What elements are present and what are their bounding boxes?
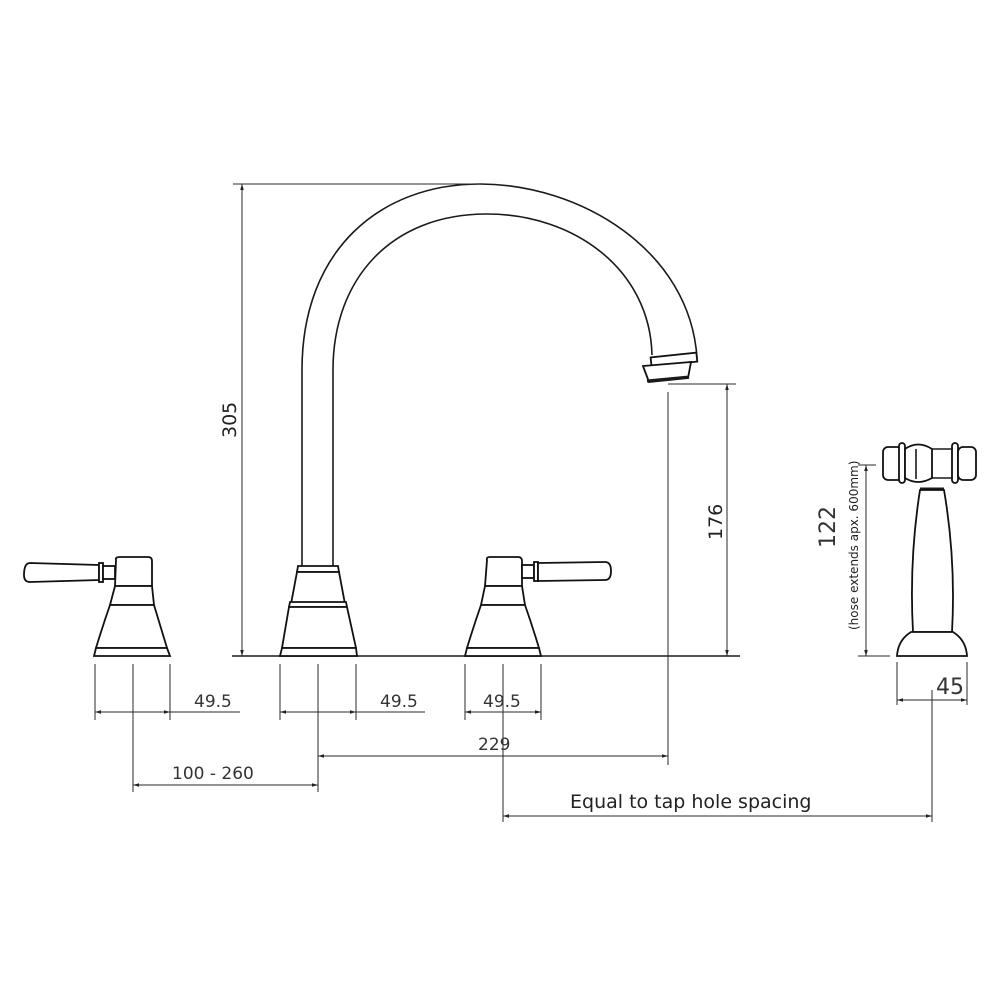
- svg-text:305: 305: [219, 402, 241, 438]
- dimension-right-handle-width: 49.5: [464, 664, 542, 822]
- svg-text:176: 176: [705, 504, 727, 540]
- side-spray-rinse: [882, 442, 977, 657]
- svg-text:49.5: 49.5: [194, 692, 232, 712]
- dimension-spray-spacing: Equal to tap hole spacing: [503, 690, 933, 822]
- dimension-overall-height: 305: [219, 183, 480, 656]
- dimension-spray-height: 122 (hose extends apx. 600mm): [816, 461, 890, 657]
- left-lever-handle: [23, 556, 172, 657]
- dimension-tap-hole-spacing: 100 - 260: [133, 764, 318, 787]
- dimension-left-handle-width: 49.5: [94, 664, 240, 792]
- dimension-spray-base-width: 45: [896, 662, 968, 705]
- svg-text:49.5: 49.5: [483, 692, 521, 712]
- dimension-spout-base-width: 49.5: [279, 664, 425, 792]
- svg-text:229: 229: [478, 735, 510, 755]
- svg-text:45: 45: [936, 675, 964, 700]
- svg-text:100 - 260: 100 - 260: [172, 764, 254, 784]
- svg-text:122: 122: [816, 506, 841, 548]
- right-lever-handle: [463, 556, 612, 657]
- svg-text:(hose extends apx. 600mm): (hose extends apx. 600mm): [847, 461, 861, 630]
- svg-text:Equal to tap hole spacing: Equal to tap hole spacing: [570, 791, 811, 813]
- gooseneck-spout: [278, 183, 699, 657]
- dimension-spout-reach: 229: [318, 735, 668, 758]
- svg-text:49.5: 49.5: [380, 692, 418, 712]
- dimension-spout-outlet-height: 176: [667, 383, 736, 765]
